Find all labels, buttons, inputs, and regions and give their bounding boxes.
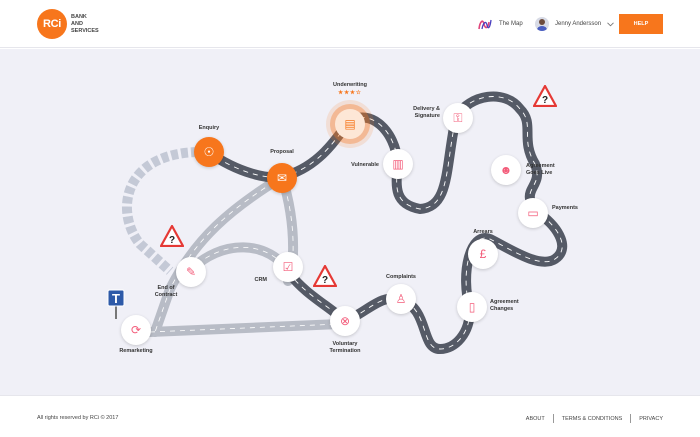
- copyright-text: All rights reserved by RCi © 2017: [37, 415, 119, 421]
- brand-line-2: AND: [71, 21, 83, 27]
- stage-label-line-2: Contract: [154, 292, 178, 298]
- stage-remarketing[interactable]: ⟳: [121, 315, 151, 345]
- chevron-down-icon: [607, 21, 614, 26]
- stage-enquiry[interactable]: ☉: [194, 137, 224, 167]
- checklist-icon: ☑: [282, 260, 294, 274]
- car-refresh-icon: ⟳: [130, 323, 142, 337]
- stage-label: Agreement Goes Live: [526, 163, 555, 177]
- stage-label: Vulnerable: [351, 162, 379, 168]
- privacy-link[interactable]: PRIVACY: [639, 415, 663, 422]
- stage-label: Enquiry: [198, 125, 220, 131]
- stage-proposal[interactable]: ✉: [267, 163, 297, 193]
- the-map-link[interactable]: The Map: [477, 16, 523, 32]
- document-icon: ▥: [392, 157, 404, 171]
- car-cross-icon: ⊗: [339, 314, 351, 328]
- pound-arrow-icon: £: [479, 247, 487, 261]
- stage-label: Payments: [552, 205, 578, 211]
- user-menu[interactable]: Jenny Andersson: [535, 15, 614, 33]
- stage-label-line-2: Goes Live: [526, 170, 553, 176]
- clipboard-icon: ▯: [468, 300, 476, 314]
- underwriting-rating: ★★★☆: [338, 90, 362, 96]
- about-link[interactable]: ABOUT: [525, 415, 545, 422]
- handshake-icon: ☉: [203, 145, 215, 159]
- signed-document-icon: ✎: [185, 265, 197, 279]
- warning-sign-symbol: ?: [542, 95, 548, 106]
- stage-label: Delivery & Signature: [413, 106, 440, 120]
- brand-text: BANK AND SERVICES: [71, 14, 111, 35]
- stage-label-line-1: Agreement: [490, 299, 519, 305]
- brand-line-3: SERVICES: [71, 28, 99, 34]
- dead-end-sign[interactable]: T: [107, 289, 125, 319]
- car-key-icon: ⚿: [453, 111, 463, 125]
- stage-label-line-1: Voluntary: [332, 341, 358, 347]
- warning-sign[interactable]: ?: [160, 225, 184, 247]
- stage-complaints[interactable]: ♙: [386, 284, 416, 314]
- stage-voluntary-termination[interactable]: ⊗: [330, 306, 360, 336]
- stage-label: Underwriting: [333, 82, 367, 88]
- footer: All rights reserved by RCi © 2017 ABOUT …: [0, 395, 700, 437]
- stage-label-line-1: Delivery &: [413, 106, 440, 112]
- warning-sign-symbol: ?: [322, 275, 328, 286]
- stage-payments[interactable]: ▭: [518, 198, 548, 228]
- stage-agreement-goes-live[interactable]: ☻: [491, 155, 521, 185]
- stage-label: Proposal: [270, 149, 294, 155]
- avatar: [535, 17, 549, 31]
- stage-label: Complaints: [386, 274, 416, 280]
- stage-label-line-1: Agreement: [526, 163, 555, 169]
- stage-end-of-contract[interactable]: ✎: [176, 257, 206, 287]
- map-icon: [478, 19, 492, 30]
- stage-label: Arrears: [473, 229, 493, 235]
- stage-label-line-2: Changes: [490, 306, 514, 312]
- divider: [630, 414, 632, 423]
- secondary-roads: [145, 172, 345, 337]
- terms-link[interactable]: TERMS & CONDITIONS: [561, 415, 623, 422]
- dead-end-sign-symbol: T: [112, 291, 120, 306]
- warning-sign[interactable]: ?: [533, 85, 557, 107]
- map-link-label: The Map: [499, 21, 523, 27]
- entry-arc: [122, 146, 209, 275]
- divider: [552, 414, 554, 423]
- card-icon: ▭: [527, 206, 539, 220]
- person-icon: ♙: [395, 292, 407, 306]
- main-road-markings: [207, 96, 563, 350]
- stage-agreement-changes[interactable]: ▯: [457, 292, 487, 322]
- stage-crm[interactable]: ☑: [273, 252, 303, 282]
- people-icon: ☻: [499, 163, 513, 177]
- stage-label-line-1: End of: [157, 285, 175, 291]
- warning-sign-symbol: ?: [169, 235, 175, 246]
- chat-bubble-icon: ✉: [276, 171, 288, 185]
- brand-line-1: BANK: [71, 14, 87, 20]
- customer-journey-map: ? ? ? T ☉ Enquiry ✉ Proposal ▤ Underwrit…: [0, 49, 700, 395]
- stage-label: End of Contract: [155, 285, 178, 299]
- stage-arrears[interactable]: £: [468, 239, 498, 269]
- document-stamp-icon: ▤: [344, 117, 356, 131]
- help-button[interactable]: HELP: [619, 14, 663, 34]
- footer-links: ABOUT TERMS & CONDITIONS PRIVACY: [518, 414, 663, 423]
- stage-vulnerable[interactable]: ▥: [383, 149, 413, 179]
- stage-label: Agreement Changes: [490, 299, 519, 313]
- stage-label: CRM: [254, 277, 267, 283]
- stage-label-line-2: Signature: [414, 113, 440, 119]
- user-name: Jenny Andersson: [555, 21, 602, 27]
- rci-logo[interactable]: RCi: [37, 9, 67, 39]
- stage-label: Remarketing: [119, 348, 153, 354]
- stage-delivery-signature[interactable]: ⚿: [443, 103, 473, 133]
- warning-sign[interactable]: ?: [313, 265, 337, 287]
- stage-underwriting[interactable]: ▤: [335, 109, 365, 139]
- stage-label-line-2: Termination: [329, 348, 361, 354]
- top-header: RCi BANK AND SERVICES The Map Jenny Ande…: [0, 0, 700, 48]
- stage-label: Voluntary Termination: [329, 341, 360, 355]
